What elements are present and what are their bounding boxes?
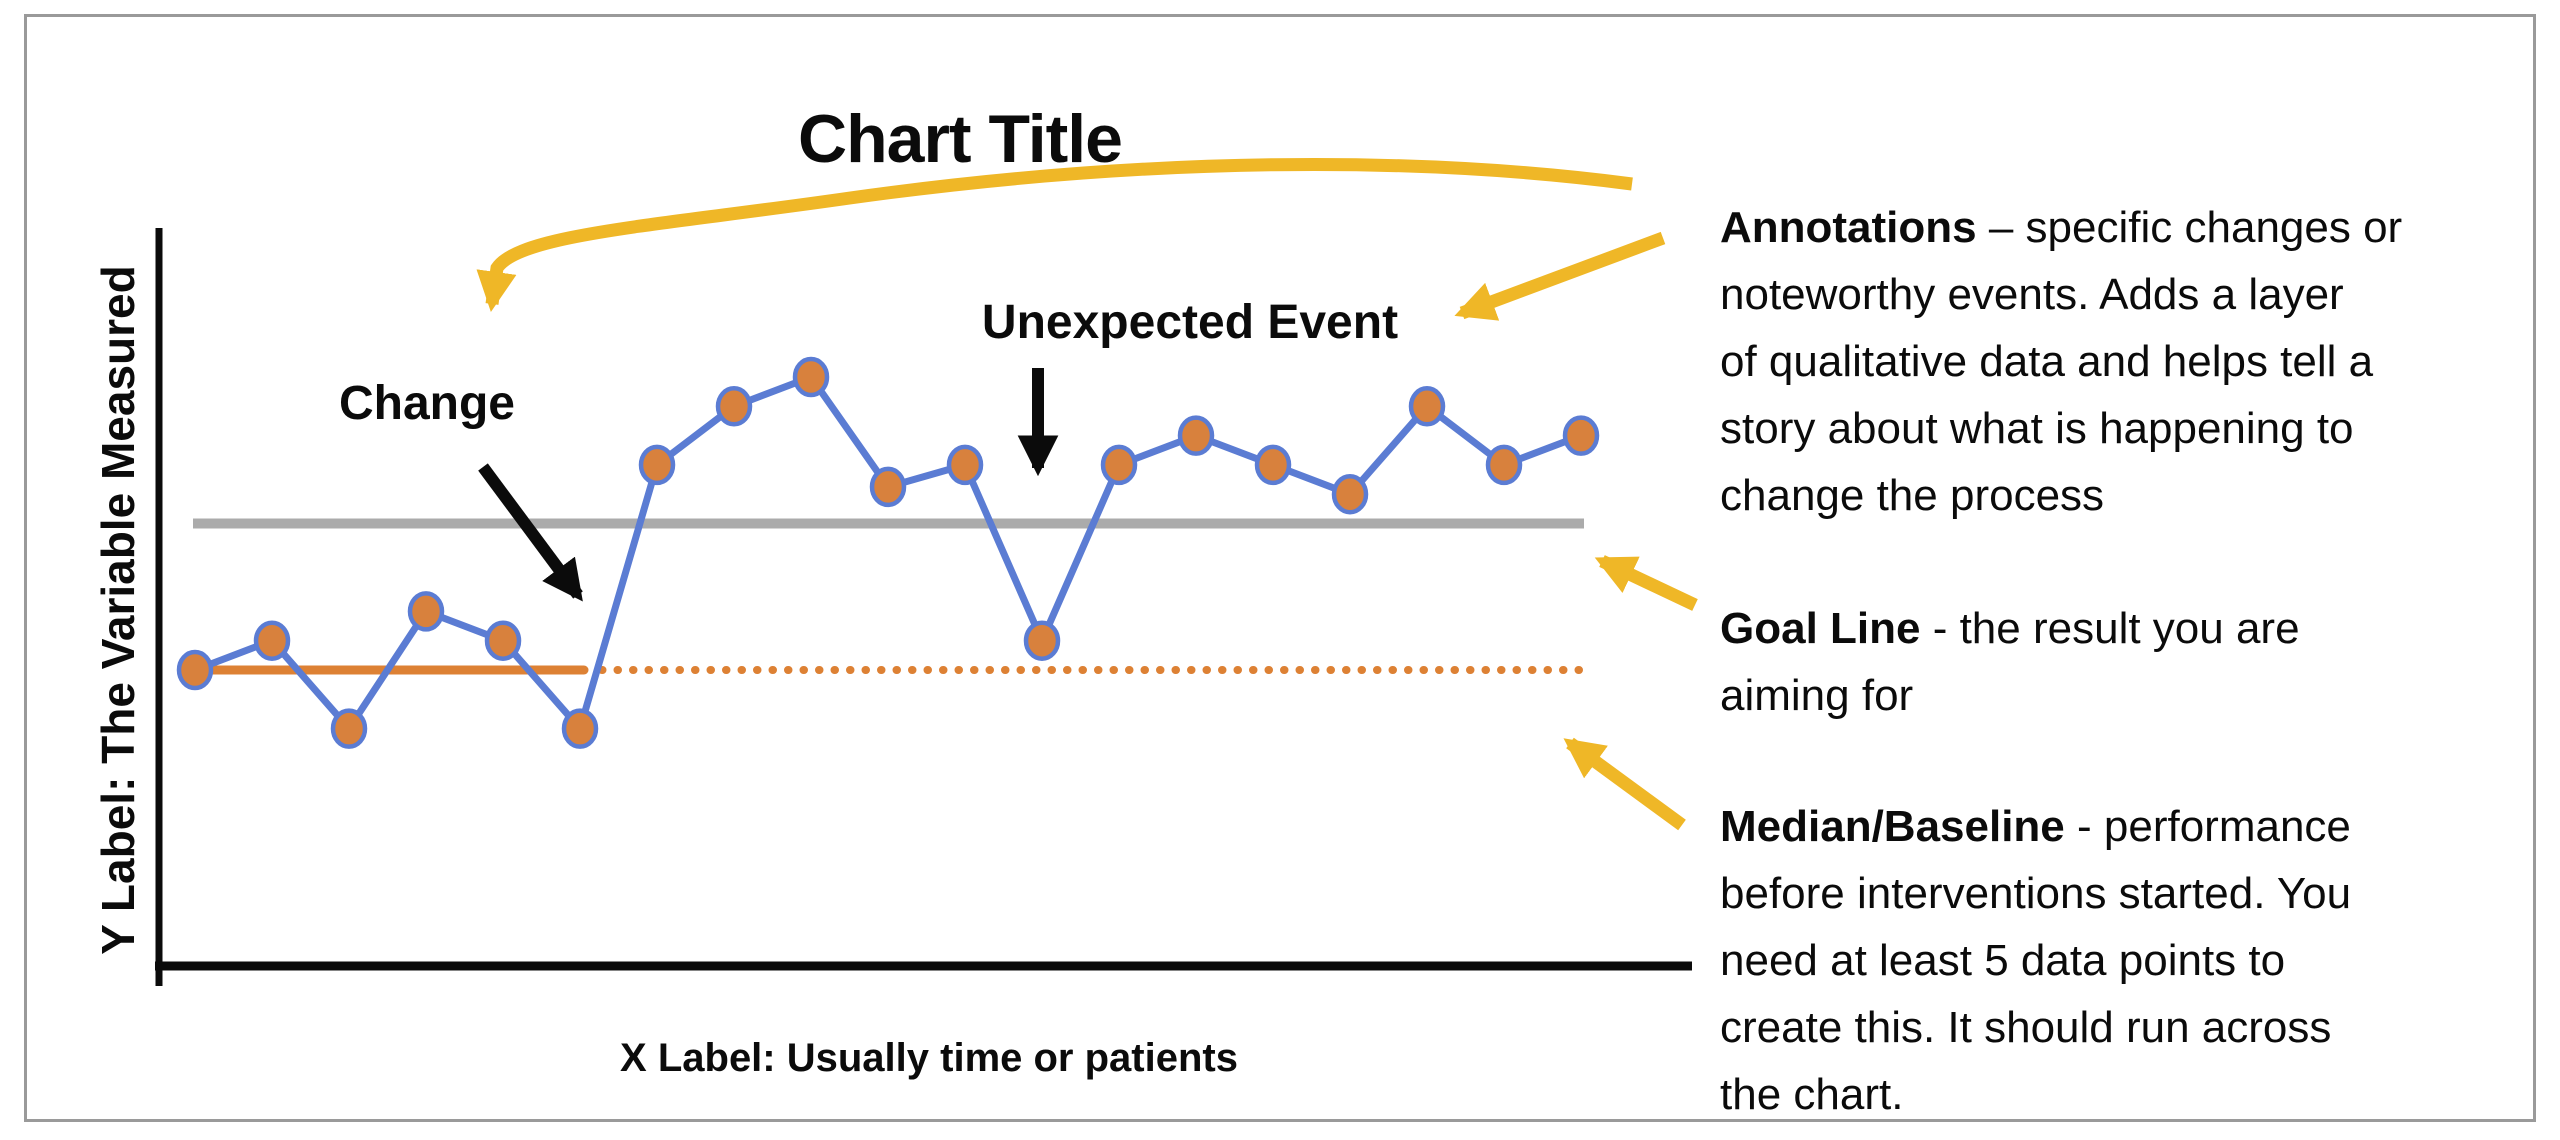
data-point-marker [1562,415,1600,456]
data-point-marker [407,591,445,632]
data-point-marker [253,620,291,661]
change-annotation-label: Change [338,377,515,430]
x-axis-label: X Label: Usually time or patients [620,1036,1238,1080]
data-point-marker [1254,444,1292,486]
annotations-term: Annotations [1720,203,1977,252]
data-point-marker [1100,444,1138,486]
run-chart-line [193,373,1583,733]
data-point-marker [1023,620,1061,661]
chart-title: Chart Title [797,101,1123,177]
outer-frame [24,14,2536,1122]
data-point-markers [176,356,1600,749]
unexpected-event-annotation-label: Unexpected Event [981,296,1399,349]
change-arrow [478,463,583,602]
data-point-marker [1408,386,1446,427]
annotations-diagonal-arrow [1454,231,1666,321]
annotations-description: Annotations – specific changes or notewo… [1720,194,2532,529]
goal-line-text: - the result you are aiming for [1720,604,2300,720]
data-point-marker [715,386,753,427]
goal-line-term: Goal Line [1720,604,1921,653]
data-point-marker [869,466,907,508]
median-baseline-term: Median/Baseline [1720,802,2065,851]
annotations-curved-arrow [476,157,1633,312]
goal-line-arrow [1594,555,1698,611]
annotations-text: – specific changes or noteworthy events.… [1720,203,2403,520]
data-point-marker [484,620,522,661]
goal-line-description: Goal Line - the result you are aiming fo… [1720,595,2532,729]
data-point-marker [946,444,984,486]
median-baseline-text: - performance before interventions start… [1720,802,2352,1119]
data-point-marker [1331,473,1369,515]
data-point-marker [176,649,214,691]
data-point-marker [792,356,830,398]
data-point-marker [561,708,599,749]
data-point-marker [1177,415,1215,456]
data-point-marker [1485,444,1523,486]
data-point-marker [638,444,676,486]
median-baseline-arrow [1563,737,1686,831]
data-point-marker [330,708,368,749]
median-baseline-description: Median/Baseline - performance before int… [1720,793,2532,1128]
